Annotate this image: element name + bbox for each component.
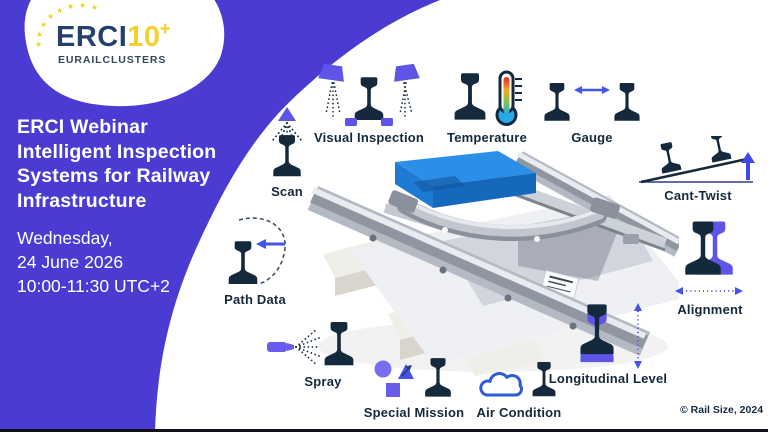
measurement-gauge: Gauge <box>540 82 644 144</box>
measurement-air-condition: Air Condition <box>475 361 563 419</box>
measurement-scan: Scan <box>261 106 313 198</box>
eu-star-icon: ★ <box>47 12 55 21</box>
track-inspection-trolley-photo <box>307 151 679 376</box>
longitudinal-level-icon <box>580 303 642 369</box>
measurement-longitudinal-level: Longitudinal Level <box>549 303 667 385</box>
logo-ten-text: 10 <box>127 21 161 53</box>
measurement-label: Visual Inspection <box>313 130 425 145</box>
webinar-schedule: Wednesday, 24 June 2026 10:00-11:30 UTC+… <box>17 226 170 298</box>
title-line: ERCI Webinar <box>17 116 148 138</box>
eu-star-icon: ★ <box>40 20 48 29</box>
measurement-label: Cant-Twist <box>664 188 732 203</box>
eu-star-icon: ★ <box>67 2 75 11</box>
schedule-line: 10:00-11:30 UTC+2 <box>17 276 170 296</box>
measurement-special-mission: Special Mission <box>364 357 464 419</box>
schedule-line: Wednesday, <box>17 228 113 248</box>
measurement-label: Air Condition <box>476 405 562 420</box>
eu-star-icon: ★ <box>36 30 44 39</box>
measurement-label: Scan <box>271 184 303 199</box>
measurement-label: Spray <box>304 374 342 389</box>
logo-plus-text: + <box>159 19 172 40</box>
eu-star-icon: ★ <box>91 3 99 12</box>
measurement-label: Alignment <box>677 302 743 317</box>
scan-icon <box>272 107 302 177</box>
eu-star-icon: ★ <box>79 1 87 10</box>
measurement-visual-inspection: Visual Inspection <box>313 64 425 145</box>
bottom-border <box>0 429 768 432</box>
air-condition-icon <box>479 361 556 397</box>
schedule-line: 24 June 2026 <box>17 252 124 272</box>
title-line: Infrastructure <box>17 189 147 212</box>
erci-logo: ★ ★ ★ ★ ★ ★ ★ ★ ERCI10+ EURAILCLUSTERS <box>0 0 240 110</box>
measurement-temperature: Temperature <box>447 70 527 145</box>
spray-icon <box>267 322 354 366</box>
measurement-label: Path Data <box>224 292 286 307</box>
measurement-spray: Spray <box>267 320 357 388</box>
title-line: Systems for Railway <box>17 165 211 187</box>
special-mission-icon <box>374 358 451 397</box>
measurement-path-data: Path Data <box>217 216 293 306</box>
eu-star-icon: ★ <box>56 6 64 15</box>
webinar-title: ERCI Webinar Intelligent Inspection Syst… <box>17 115 216 213</box>
logo-wordmark: ERCI10+ <box>56 19 172 56</box>
gauge-icon <box>544 83 640 121</box>
logo-subtitle: EURAILCLUSTERS <box>58 54 167 66</box>
measurement-cant-twist: Cant-Twist <box>637 136 759 202</box>
measurement-label: Special Mission <box>363 405 465 420</box>
logo-erci-text: ERCI <box>56 21 128 53</box>
cant-twist-icon <box>639 136 755 184</box>
measurement-label: Longitudinal Level <box>548 371 668 386</box>
visual-inspection-icon <box>318 64 420 126</box>
path-data-icon <box>228 217 286 285</box>
alignment-icon <box>675 221 743 295</box>
measurement-label: Gauge <box>571 130 613 145</box>
temperature-icon <box>454 70 522 126</box>
title-line: Intelligent Inspection <box>17 140 217 163</box>
measurement-alignment: Alignment <box>674 220 746 316</box>
copyright-credit: © Rail Size, 2024 <box>680 404 764 416</box>
measurement-label: Temperature <box>447 130 527 145</box>
eu-star-icon: ★ <box>35 40 43 49</box>
